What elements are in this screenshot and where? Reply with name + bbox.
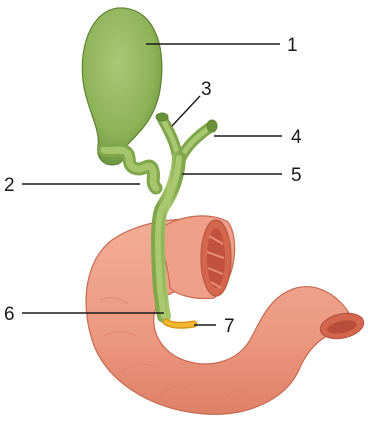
callout-6: 6 bbox=[4, 304, 15, 325]
leader-3 bbox=[172, 96, 200, 126]
callout-1: 1 bbox=[287, 35, 298, 56]
callout-2: 2 bbox=[4, 175, 15, 196]
pancreatic-duct bbox=[166, 322, 194, 325]
callout-4: 4 bbox=[291, 127, 302, 148]
callout-7: 7 bbox=[224, 316, 235, 337]
callout-3: 3 bbox=[201, 79, 212, 100]
callout-5: 5 bbox=[291, 165, 302, 186]
gallbladder bbox=[82, 8, 162, 188]
